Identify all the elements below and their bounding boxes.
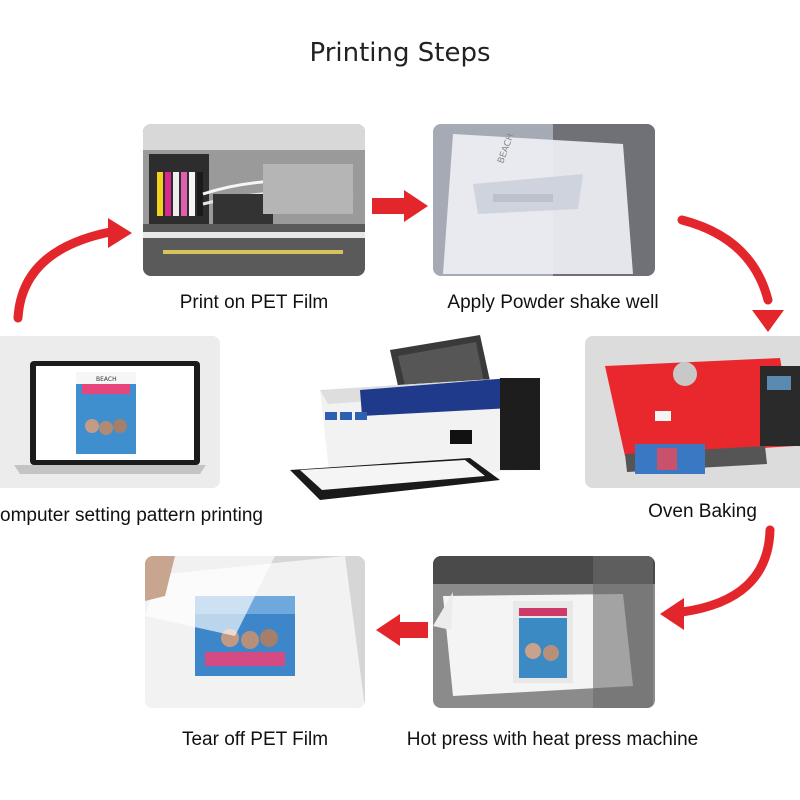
arrowhead-press-to-tear	[376, 614, 400, 646]
step-caption-apply-powder: Apply Powder shake well	[418, 292, 688, 314]
hot-press-photo	[433, 556, 655, 708]
tear-off-film-photo	[145, 556, 365, 708]
step-caption-hot-press: Hot press with heat press machine	[390, 729, 715, 751]
arrow-powder-to-oven	[682, 220, 768, 300]
step-caption-oven-baking: Oven Baking	[610, 501, 795, 523]
print-pet-film-photo	[143, 124, 365, 276]
arrow-press-to-tear-shaft	[398, 622, 428, 638]
apply-powder-photo: BEACH	[433, 124, 655, 276]
laptop-screen-text: BEACH	[96, 376, 117, 383]
step-caption-computer-setting: omputer setting pattern printing	[0, 505, 280, 527]
step-caption-print-pet-film: Print on PET Film	[143, 292, 365, 314]
arrow-print-to-powder-shaft	[372, 198, 406, 214]
arrowhead-powder-to-oven	[752, 310, 784, 332]
arrowhead-print-to-powder	[404, 190, 428, 222]
arrow-computer-to-print	[18, 232, 110, 318]
page-title: Printing Steps	[0, 38, 800, 68]
computer-laptop-photo: BEACH	[0, 336, 220, 488]
step-caption-tear-off-film: Tear off PET Film	[145, 729, 365, 751]
arrowhead-oven-to-press	[660, 598, 684, 630]
oven-baking-photo	[585, 336, 800, 488]
center-printer-image	[280, 330, 550, 510]
arrow-oven-to-press	[682, 530, 770, 612]
arrowhead-computer-to-print	[108, 218, 132, 248]
